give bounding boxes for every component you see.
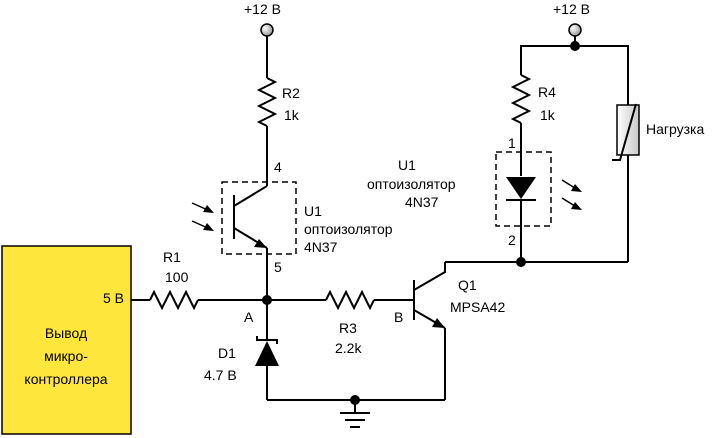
microcontroller-block: [1, 245, 132, 435]
u1-led-type: оптоизолятор: [367, 176, 456, 192]
node-a-label: A: [244, 309, 254, 325]
u1-led-name: U1: [398, 157, 416, 173]
d1-name: D1: [218, 345, 236, 361]
u1-led-pin1: 1: [508, 135, 516, 151]
mcu-label-line2: микро-: [44, 348, 88, 364]
r2-name: R2: [282, 85, 300, 101]
light-out-arrows: [561, 179, 582, 210]
r3-value: 2.2k: [335, 340, 362, 356]
terminal-left-12v: [260, 23, 274, 37]
u1-led-pin2: 2: [508, 232, 516, 248]
r1-value: 100: [165, 269, 189, 285]
supply-right-label: +12 В: [553, 1, 590, 17]
q1-base-label: B: [394, 309, 403, 325]
u1-transistor-part: 4N37: [304, 239, 338, 255]
u1-transistor-pin4: 4: [274, 159, 282, 175]
q1-part: MPSA42: [450, 299, 505, 315]
q1-name: Q1: [458, 277, 477, 293]
optocoupler-transistor-box: [221, 181, 297, 255]
r4-name: R4: [538, 84, 556, 100]
phototransistor-emitter-arrow: [254, 239, 267, 248]
q1-emitter-arrow: [432, 318, 445, 328]
u1-transistor-name: U1: [304, 203, 322, 219]
resistor-r2: [256, 77, 278, 127]
resistor-r1: [149, 289, 199, 311]
wire-supply-bus: [520, 45, 629, 105]
d1-value: 4.7 В: [204, 367, 237, 383]
u1-transistor-pin5: 5: [274, 259, 282, 275]
r4-value: 1k: [540, 107, 556, 123]
u1-transistor-type: оптоизолятор: [304, 221, 393, 237]
mcu-label-line1: Вывод: [45, 325, 87, 341]
load-label: Нагрузка: [646, 121, 704, 137]
u1-led-part: 4N37: [405, 194, 439, 210]
mcu-pin-label: 5 В: [103, 290, 124, 306]
mcu-label-line3: контроллера: [24, 371, 107, 387]
phototransistor-collector: [233, 185, 268, 207]
r2-value: 1k: [284, 107, 300, 123]
led-body: [506, 177, 536, 199]
resistor-r3: [325, 289, 375, 311]
r1-name: R1: [163, 249, 181, 265]
ground-symbol: [340, 412, 370, 428]
supply-left-label: +12 В: [244, 1, 281, 17]
resistor-r4: [510, 74, 532, 124]
light-in-arrows: [191, 202, 214, 231]
q1-collector: [413, 262, 446, 291]
zener-d1-cathode-bar: [256, 336, 278, 344]
load-variable-mark: [612, 103, 637, 161]
r3-name: R3: [339, 320, 357, 336]
zener-d1-body: [255, 341, 279, 366]
terminal-right-12v: [568, 23, 582, 37]
optocoupler-led-box: [495, 151, 552, 227]
